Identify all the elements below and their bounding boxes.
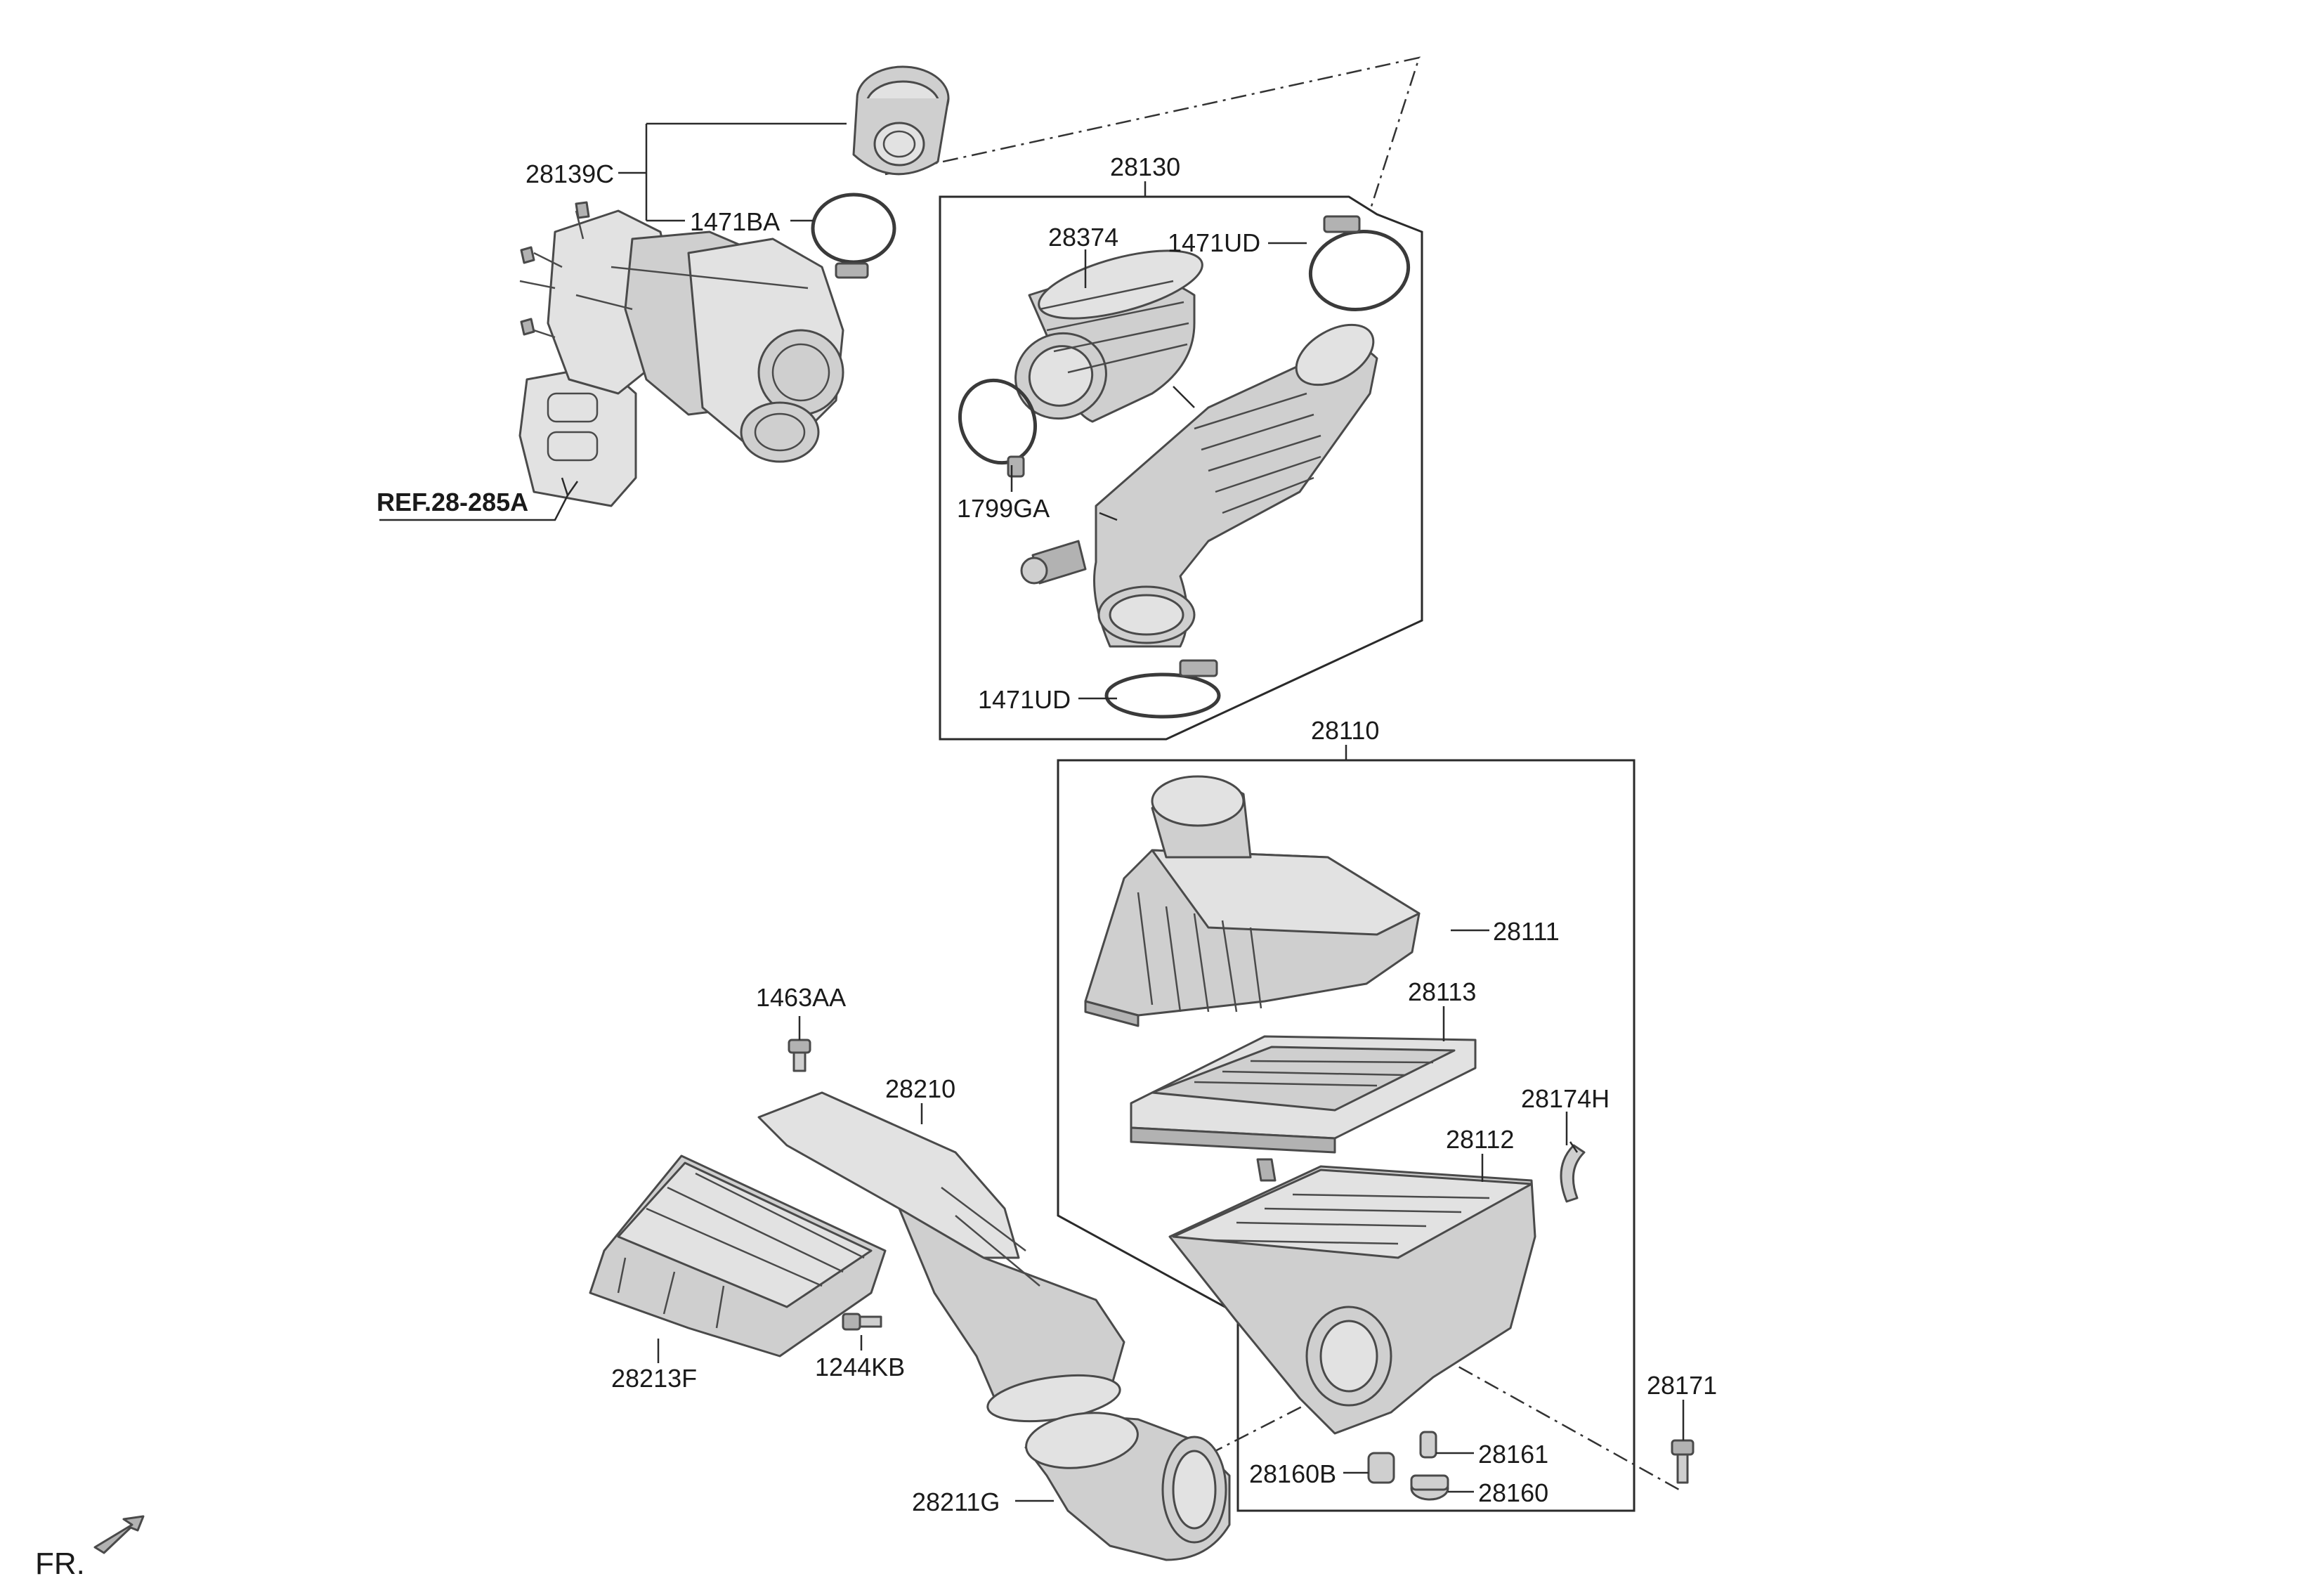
intake-duct-28130 <box>1020 323 1378 648</box>
label-28111: 28111 <box>1493 917 1560 946</box>
label-28210: 28210 <box>885 1074 955 1103</box>
front-arrow-icon <box>93 1515 145 1554</box>
bolt-28171 <box>1671 1439 1695 1484</box>
arrow-28374 <box>1173 386 1195 408</box>
dashdot-leader-top <box>884 56 1421 211</box>
label-1471UD-bottom: 1471UD <box>978 685 1071 714</box>
label-1471UD-top: 1471UD <box>1168 228 1260 257</box>
label-front: FR. <box>35 1547 85 1581</box>
label-28160B: 28160B <box>1249 1459 1336 1488</box>
air-cleaner-cover-28111 <box>1084 775 1421 1027</box>
air-cleaner-body-28112 <box>1168 1158 1536 1435</box>
label-1799GA: 1799GA <box>957 494 1050 523</box>
air-duct-28210 <box>757 1091 1125 1423</box>
label-28160: 28160 <box>1478 1478 1548 1507</box>
clip-28174H <box>1560 1141 1586 1203</box>
hose-clamp-1471UD-top <box>1308 215 1411 312</box>
label-28174H: 28174H <box>1521 1084 1610 1113</box>
intake-bellows-28374 <box>1014 249 1203 423</box>
leader-28139C <box>618 122 847 222</box>
label-28171: 28171 <box>1647 1371 1717 1400</box>
label-28161: 28161 <box>1478 1440 1548 1469</box>
bolt-1244KB <box>842 1313 882 1331</box>
label-28139C: 28139C <box>525 160 614 188</box>
label-ref-28-285A[interactable]: REF.28-285A <box>377 488 528 516</box>
turbo-hose-28139C <box>852 65 950 176</box>
turbocharger-assembly <box>518 201 844 507</box>
label-28374: 28374 <box>1048 223 1118 252</box>
dashdot-leader-bottom-right <box>1432 1351 1680 1491</box>
label-28110: 28110 <box>1311 716 1379 745</box>
label-28211G: 28211G <box>912 1488 1000 1516</box>
bushing-28161 <box>1419 1431 1437 1459</box>
grommet-28160B <box>1367 1452 1395 1484</box>
air-filter-element-28113 <box>1130 1035 1477 1154</box>
label-1463AA: 1463AA <box>756 983 846 1012</box>
group-box-28130 <box>939 195 1423 741</box>
leader-ref <box>379 477 579 521</box>
resonator-28213F <box>589 1154 887 1358</box>
label-28112: 28112 <box>1446 1125 1514 1154</box>
arrow-1799GA <box>1099 512 1118 521</box>
label-28213F: 28213F <box>611 1364 697 1393</box>
group-box-28110 <box>1057 759 1636 1512</box>
hose-clamp-1471BA <box>811 193 896 279</box>
label-1471BA: 1471BA <box>690 207 780 236</box>
intake-elbow-28211G <box>1024 1412 1231 1561</box>
screw-1463AA <box>788 1039 811 1072</box>
label-28130: 28130 <box>1110 152 1180 181</box>
label-28113: 28113 <box>1408 977 1476 1006</box>
label-1244KB: 1244KB <box>815 1353 905 1381</box>
grommet-28160 <box>1410 1474 1449 1501</box>
hose-clamp-1471UD-bottom <box>1104 659 1221 719</box>
